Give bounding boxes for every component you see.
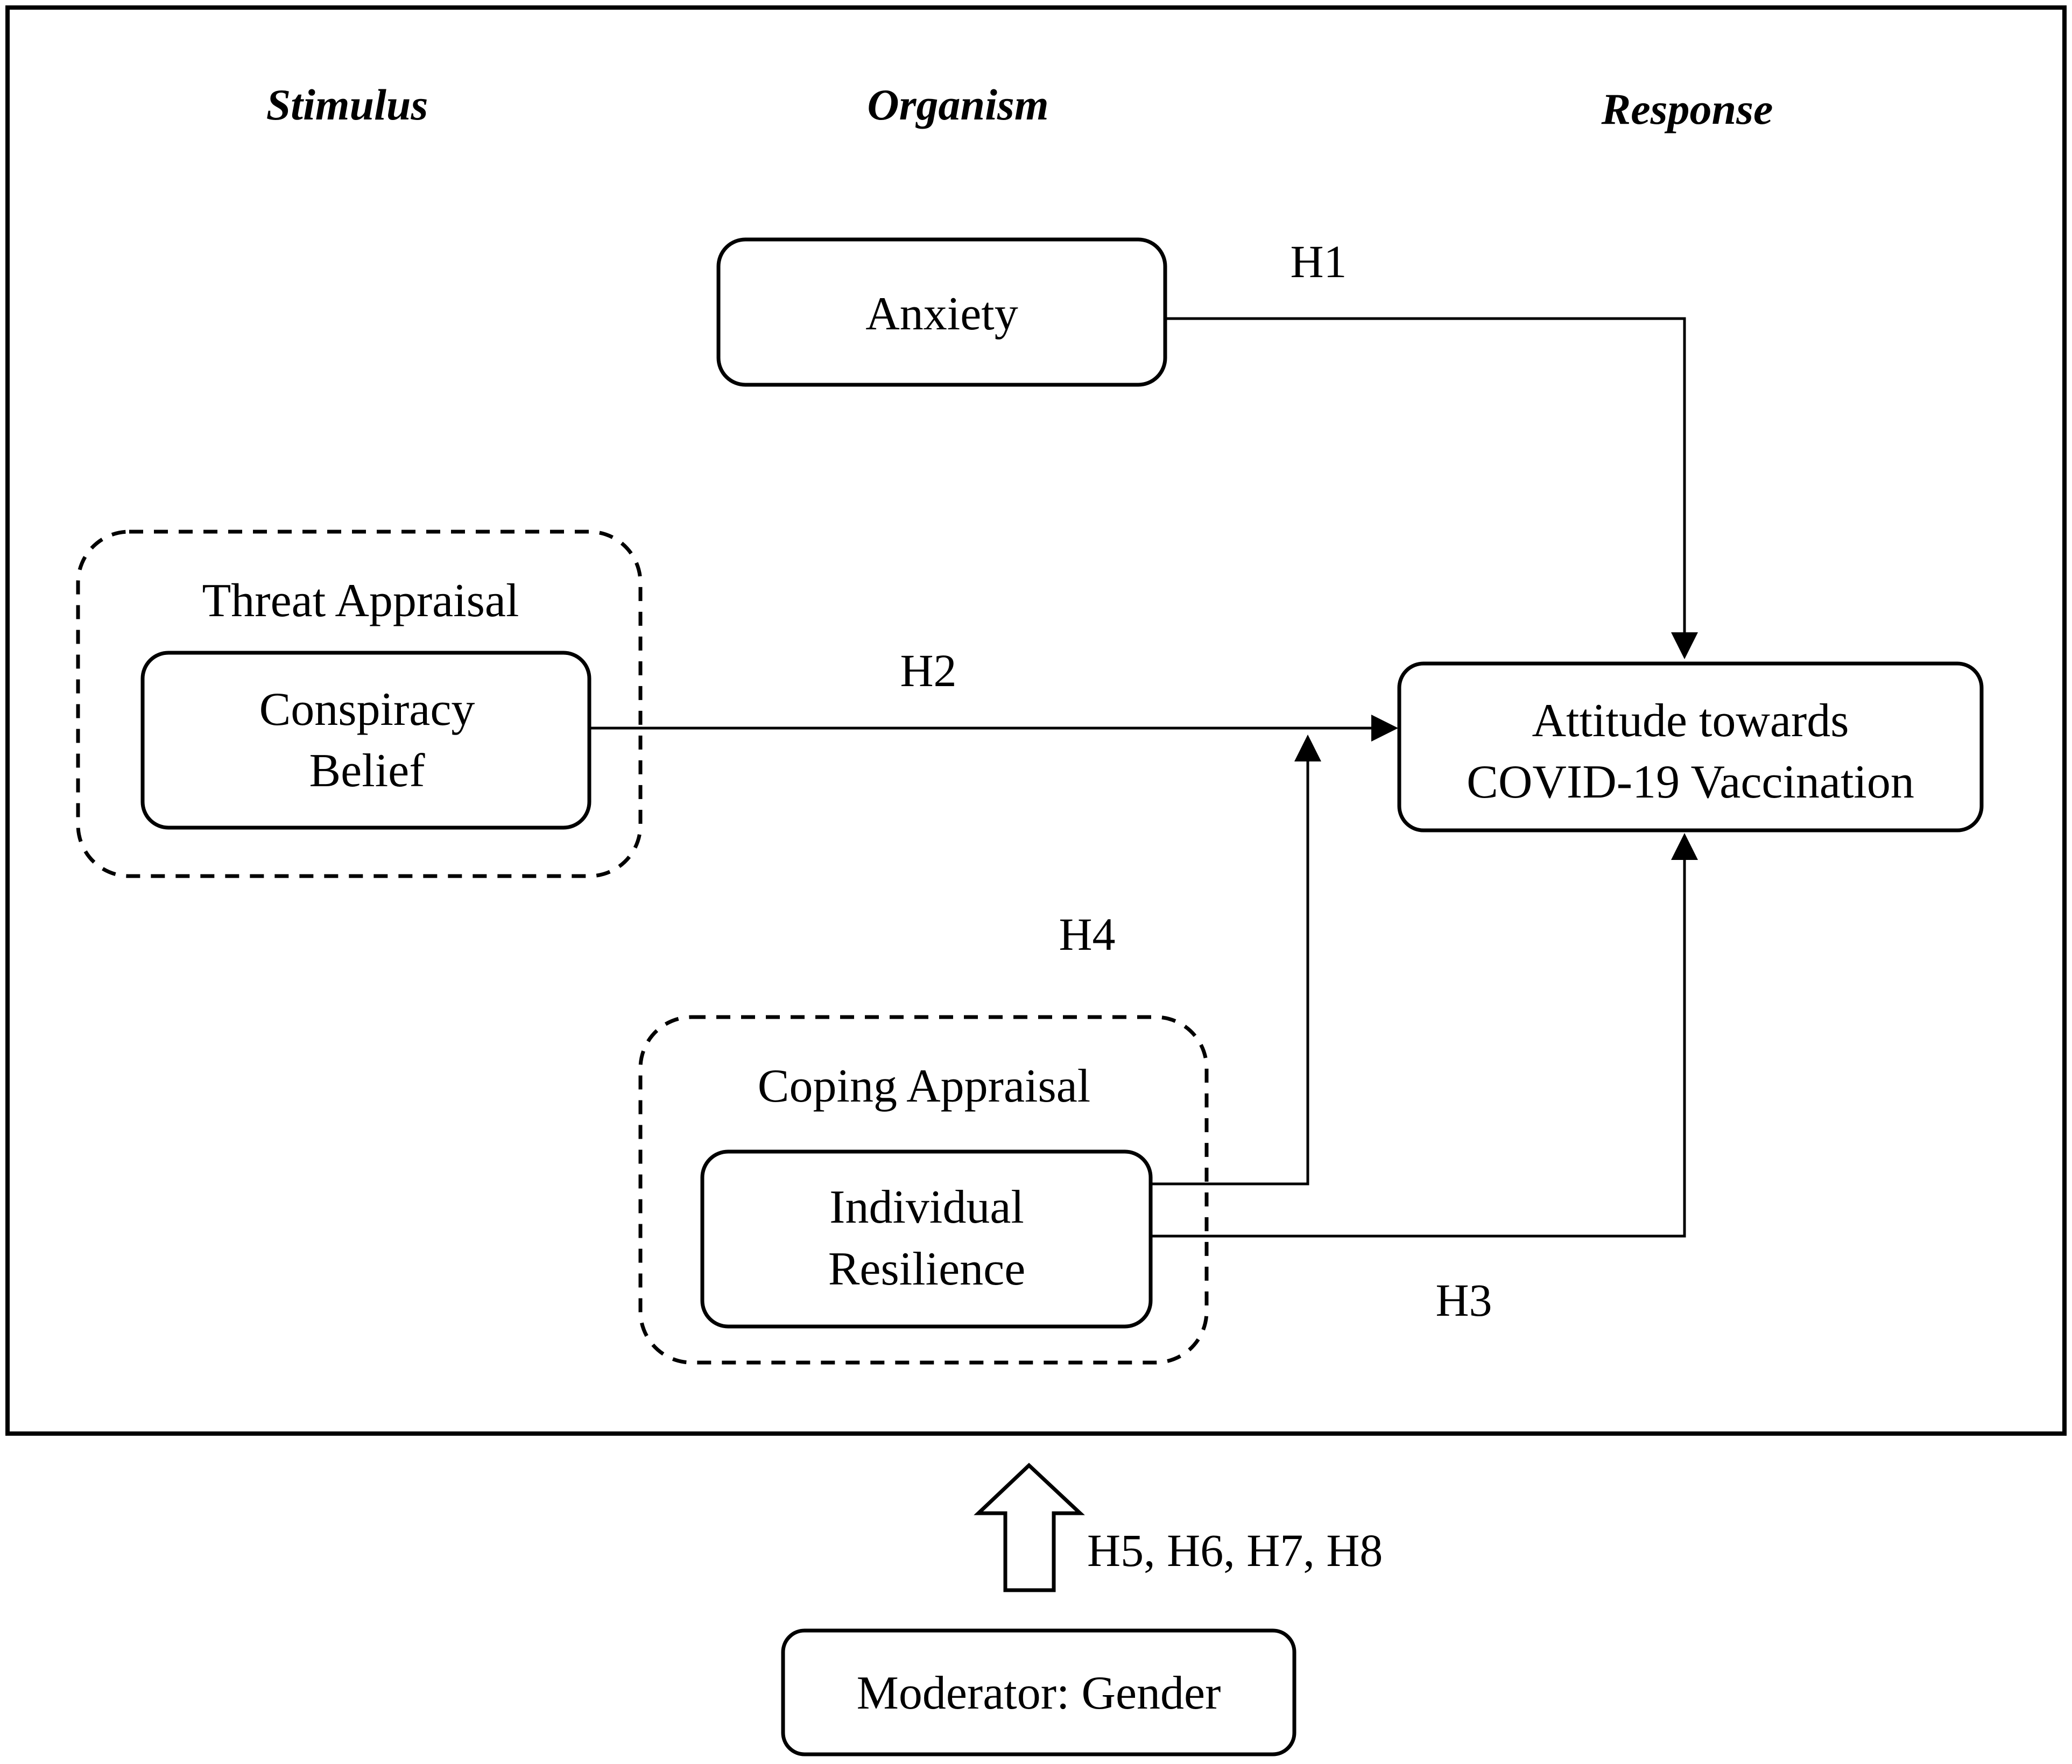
individual-resilience-box xyxy=(700,1149,1153,1329)
h2-label: H2 xyxy=(900,645,956,696)
heading-response: Response xyxy=(1601,84,1773,133)
coping-appraisal-label: Coping Appraisal xyxy=(758,1060,1090,1112)
h4-label: H4 xyxy=(1059,908,1115,960)
h4-arrow xyxy=(1151,735,1321,1186)
anxiety-box xyxy=(716,237,1167,387)
moderator-label: Moderator: Gender xyxy=(857,1667,1221,1719)
threat-appraisal-group xyxy=(76,530,643,878)
conspiracy-belief-box xyxy=(140,651,591,830)
conspiracy-belief-label-line2: Belief xyxy=(309,745,425,797)
model-frame xyxy=(5,5,2067,1436)
threat-appraisal-label: Threat Appraisal xyxy=(202,575,519,627)
h3-label: H3 xyxy=(1435,1274,1492,1326)
anxiety-label: Anxiety xyxy=(865,288,1018,340)
heading-organism: Organism xyxy=(867,80,1048,129)
attitude-label-line2: COVID-19 Vaccination xyxy=(1467,756,1914,808)
h1-arrow xyxy=(1165,317,1698,659)
moderation-arrow xyxy=(974,1463,1085,1592)
heading-stimulus: Stimulus xyxy=(266,80,428,129)
h1-label: H1 xyxy=(1290,236,1347,287)
coping-appraisal-group xyxy=(638,1015,1209,1365)
h3-arrow xyxy=(1151,833,1698,1238)
attitude-label-line1: Attitude towards xyxy=(1532,695,1849,747)
moderator-box xyxy=(781,1628,1296,1756)
conspiracy-belief-label-line1: Conspiracy xyxy=(259,683,475,736)
individual-resilience-label-line2: Resilience xyxy=(828,1243,1026,1295)
attitude-box xyxy=(1397,661,1984,832)
moderation-hypotheses-label: H5, H6, H7, H8 xyxy=(1087,1525,1383,1576)
individual-resilience-label-line1: Individual xyxy=(829,1181,1024,1233)
